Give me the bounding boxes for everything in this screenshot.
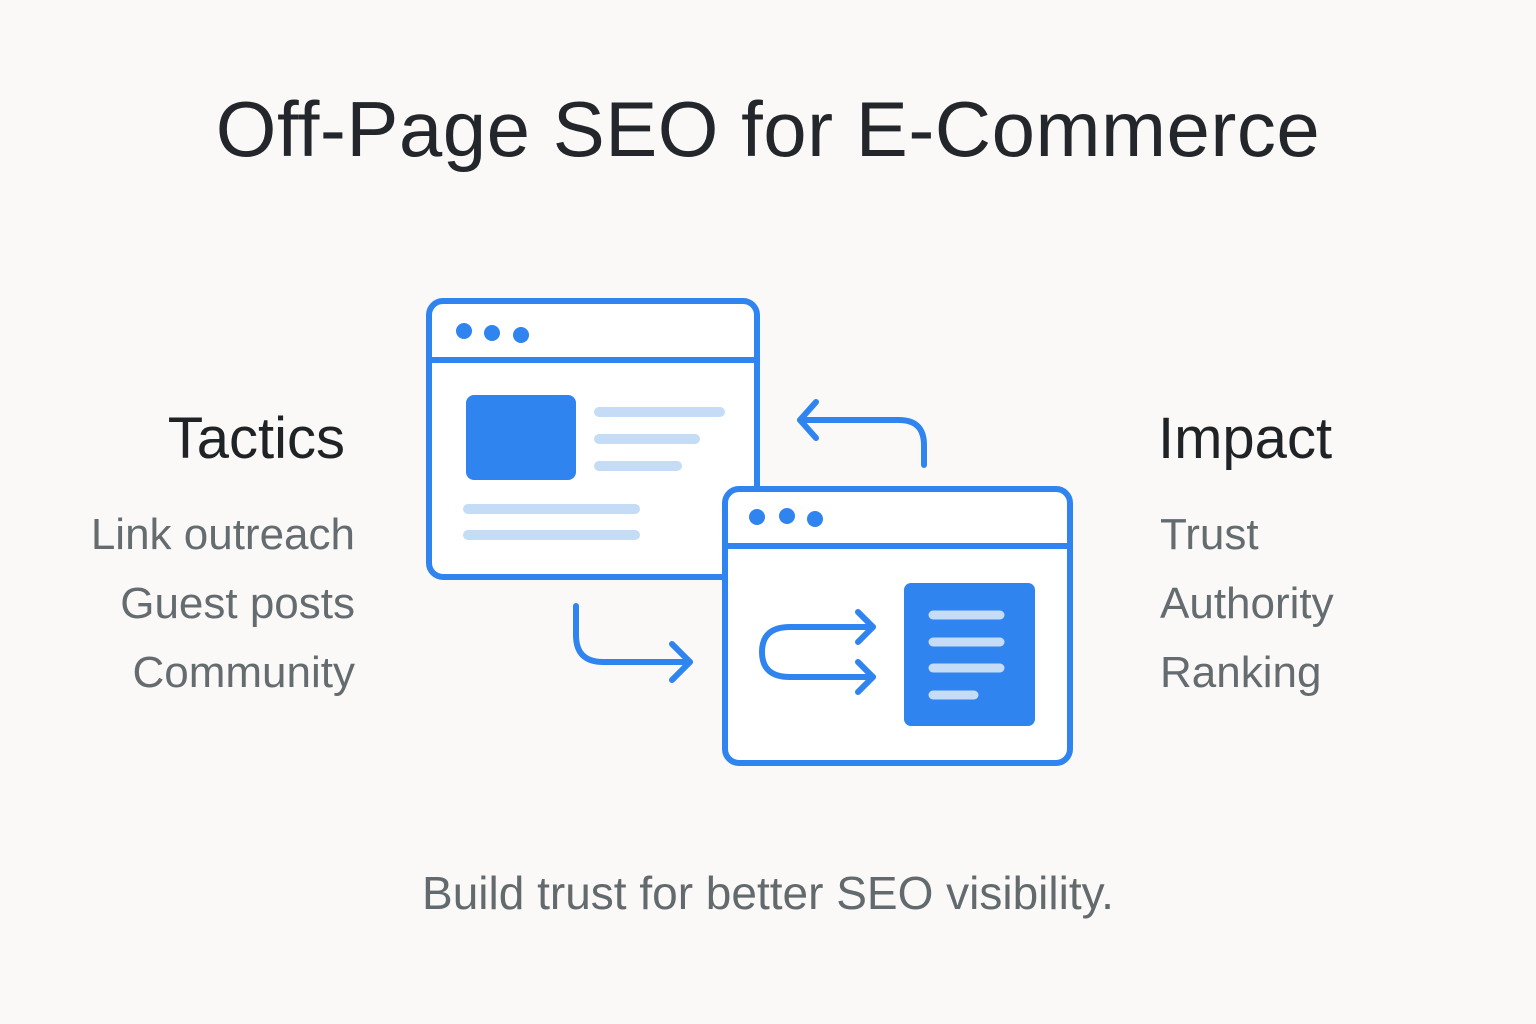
browser-window-icon	[722, 486, 1073, 766]
document-icon	[904, 583, 1035, 726]
tactics-item: Guest posts	[120, 579, 355, 628]
tactics-item: Link outreach	[90, 510, 355, 559]
tactics-item: Community	[132, 648, 356, 697]
impact-item: Trust	[1160, 510, 1259, 559]
impact-heading: Impact	[1158, 406, 1333, 471]
impact-item: Ranking	[1160, 648, 1322, 697]
tactics-heading: Tactics	[167, 406, 345, 471]
image-placeholder-icon	[466, 395, 576, 480]
arrow-forward-icon	[573, 603, 693, 683]
page-title: Off-Page SEO for E-Commerce	[215, 85, 1321, 173]
double-arrow-icon	[759, 609, 876, 695]
tagline: Build trust for better SEO visibility.	[422, 867, 1114, 919]
impact-item: Authority	[1160, 579, 1334, 628]
arrow-back-icon	[797, 399, 927, 468]
browser-window-icon	[426, 298, 760, 580]
